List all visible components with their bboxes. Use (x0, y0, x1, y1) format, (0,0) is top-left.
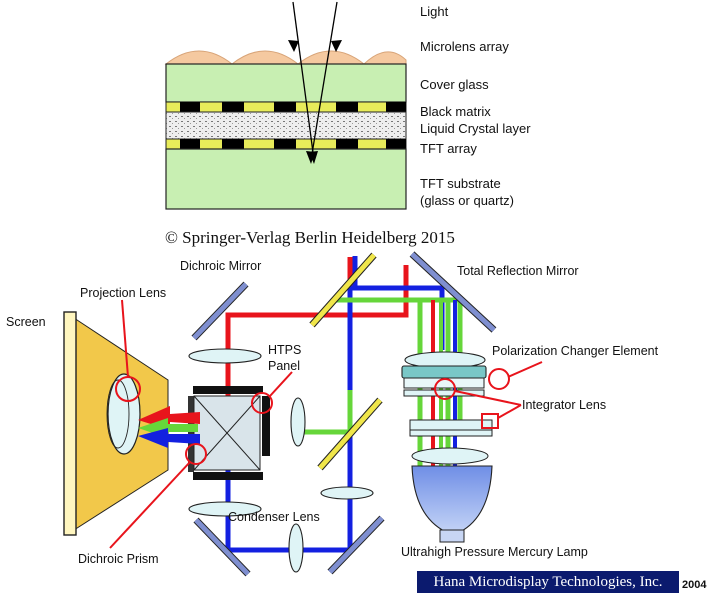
label-total-reflection-mirror: Total Reflection Mirror (457, 264, 579, 278)
credit-year: 2004 (682, 579, 707, 591)
label-tft-substrate: TFT substrate (420, 176, 501, 191)
polarization-changer-element (401, 351, 487, 389)
label-polarization-changer: Polarization Changer Element (492, 344, 659, 358)
label-cover-glass: Cover glass (420, 77, 489, 92)
label-mercury-lamp: Ultrahigh Pressure Mercury Lamp (401, 545, 588, 559)
lcd-cross-section: Light Microlens array Cover glass Black … (164, 1, 531, 247)
label-microlens-array: Microlens array (420, 39, 509, 54)
label-condenser-lens: Condenser Lens (228, 510, 320, 524)
label-projection-lens: Projection Lens (80, 286, 166, 300)
callout-markers (109, 299, 543, 549)
label-screen: Screen (6, 315, 46, 329)
cover-glass-layer (165, 63, 407, 103)
black-matrix-layer (165, 101, 407, 113)
projection-lens (106, 373, 141, 455)
mercury-lamp (411, 465, 493, 543)
label-tft-array: TFT array (420, 141, 477, 156)
label-black-matrix: Black matrix (420, 104, 491, 119)
condenser-lenses (188, 348, 374, 573)
light-rays (288, 1, 342, 164)
red-light-path (225, 257, 409, 405)
copyright-notice: © Springer-Verlag Berlin Heidelberg 2015 (165, 228, 455, 247)
label-dichroic-prism: Dichroic Prism (78, 552, 159, 566)
microlens-array (164, 50, 407, 65)
projector-optics: Dichroic Mirror Total Reflection Mirror … (6, 251, 659, 577)
tft-substrate-layer (165, 148, 407, 210)
tft-array-layer (165, 138, 407, 150)
label-dichroic-mirror: Dichroic Mirror (180, 259, 261, 273)
integrator-lens (403, 389, 493, 465)
label-integrator-lens: Integrator Lens (522, 398, 606, 412)
label-liquid-crystal: Liquid Crystal layer (420, 121, 531, 136)
label-htps-panel-sub: Panel (268, 359, 300, 373)
label-tft-substrate-sub: (glass or quartz) (420, 193, 514, 208)
liquid-crystal-layer (165, 111, 407, 140)
credit-banner: Hana Microdisplay Technologies, Inc. (417, 571, 679, 593)
label-light: Light (420, 4, 449, 19)
label-htps-panel: HTPS (268, 343, 301, 357)
output-beams (138, 406, 200, 448)
